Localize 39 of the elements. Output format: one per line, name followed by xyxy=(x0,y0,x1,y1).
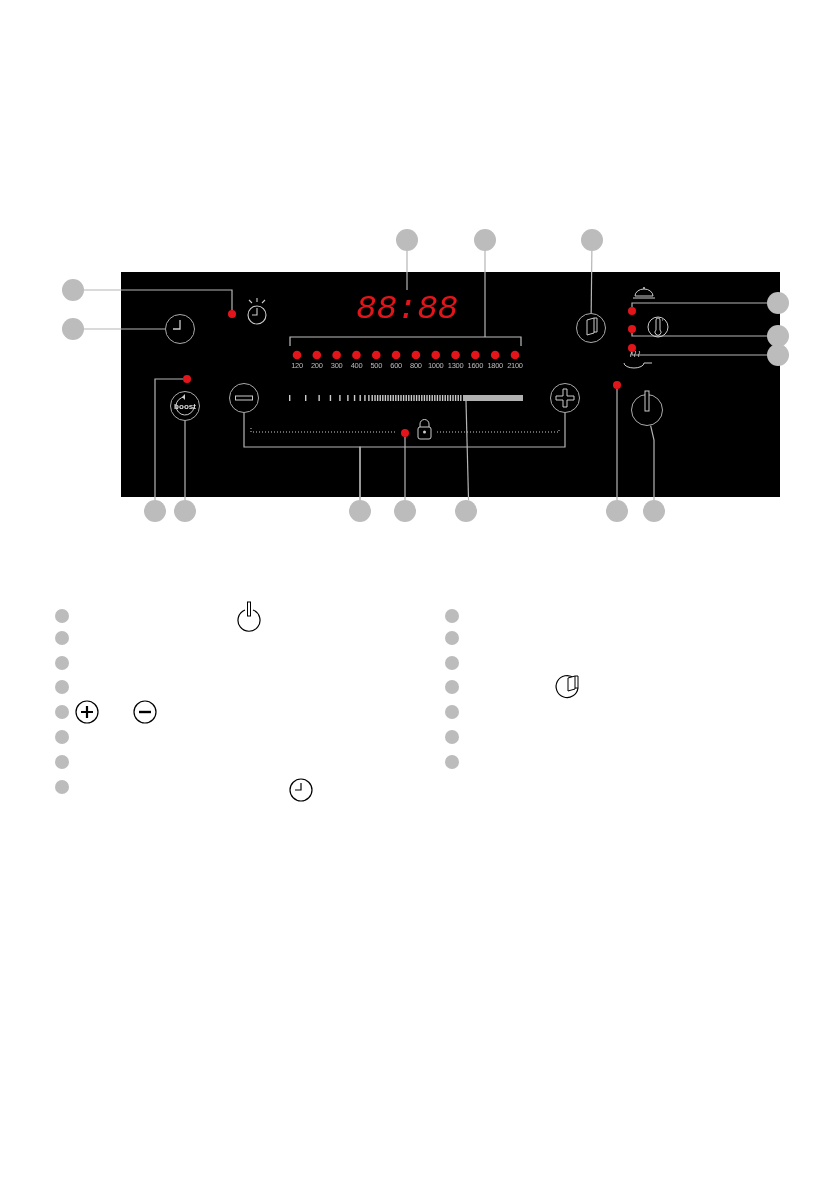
level-bar xyxy=(463,395,523,401)
leader-line xyxy=(465,400,470,501)
callout-marker xyxy=(581,229,603,251)
leader-line xyxy=(83,289,233,311)
indicator-light xyxy=(401,429,409,437)
leader-line xyxy=(631,302,768,308)
leader-line xyxy=(404,436,406,501)
control-panel xyxy=(121,272,780,497)
indicator-light xyxy=(183,375,191,383)
digital-display: 88:88 xyxy=(350,290,464,328)
callout-marker xyxy=(174,500,196,522)
indicator-light xyxy=(228,310,236,318)
callout-marker xyxy=(396,229,418,251)
leader-line xyxy=(184,420,186,501)
callout-marker xyxy=(767,344,789,366)
callout-marker xyxy=(643,500,665,522)
leader-line xyxy=(406,250,408,291)
leader-line xyxy=(359,412,566,501)
leader-line xyxy=(650,424,655,501)
leader-line xyxy=(616,388,618,501)
indicator-light xyxy=(628,344,636,352)
callout-marker xyxy=(606,500,628,522)
leader-line xyxy=(590,250,593,314)
callout-marker xyxy=(455,500,477,522)
indicator-light xyxy=(628,307,636,315)
callout-marker xyxy=(349,500,371,522)
leader-line xyxy=(83,328,166,330)
callout-marker xyxy=(474,229,496,251)
callout-marker xyxy=(394,500,416,522)
leader-line xyxy=(631,351,768,356)
leader-line xyxy=(631,332,768,337)
callout-marker xyxy=(767,292,789,314)
leader-line xyxy=(154,378,184,501)
leader-line xyxy=(484,250,486,338)
callout-marker xyxy=(62,279,84,301)
indicator-light xyxy=(628,325,636,333)
callout-marker xyxy=(144,500,166,522)
callout-marker xyxy=(62,318,84,340)
indicator-light xyxy=(613,381,621,389)
